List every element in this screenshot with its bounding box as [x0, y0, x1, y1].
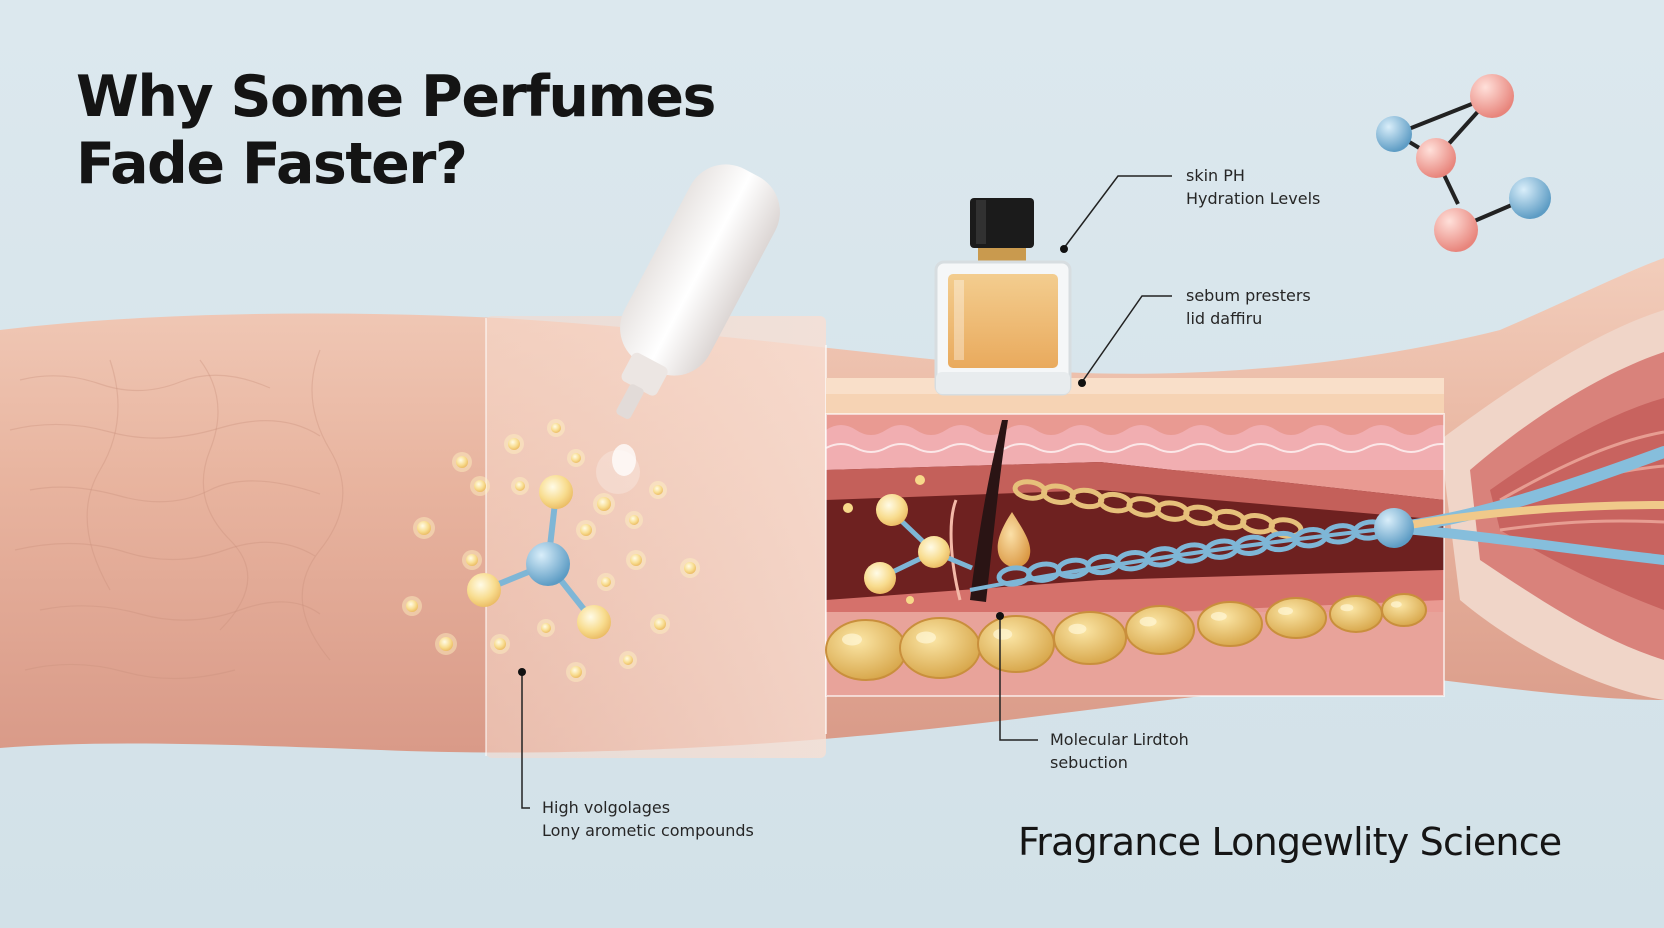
leader-dot — [1078, 379, 1086, 387]
footer-brand: Fragrance Longewlity Science — [1018, 820, 1562, 864]
particle — [629, 515, 639, 525]
particle — [541, 623, 551, 633]
fat-cells — [825, 593, 1427, 681]
particle — [601, 577, 611, 587]
particle — [474, 480, 486, 492]
hair-follicle — [970, 420, 1008, 602]
fat-cell — [1125, 605, 1195, 655]
callout-sebum-line-1: sebum presters — [1186, 286, 1311, 305]
fat-cell-highlight — [1340, 604, 1354, 612]
atomizer-spray-bottle — [596, 164, 780, 494]
callout-molecular-line-2: sebuction — [1050, 753, 1128, 772]
fat-cell-highlight — [993, 628, 1013, 640]
particle — [417, 521, 431, 535]
fat-cell — [899, 617, 981, 679]
particle — [456, 456, 468, 468]
fat-cell-highlight — [1278, 607, 1293, 615]
leader-dot — [1060, 245, 1068, 253]
volatile-molecule — [467, 475, 611, 639]
particle — [580, 524, 592, 536]
callout-sebum: sebum presters lid daffiru — [1186, 284, 1311, 330]
fat-cell-highlight — [1210, 611, 1227, 621]
fat-cell — [1197, 601, 1263, 647]
fat-cell — [825, 619, 907, 681]
sebum-droplet — [997, 512, 1031, 568]
particle — [551, 423, 561, 433]
callout-volatile: High volgolages Lony arometic compounds — [542, 796, 754, 842]
callout-volatile-line-1: High volgolages — [542, 798, 671, 817]
particle — [515, 481, 525, 491]
fat-cell-highlight — [1068, 623, 1087, 635]
particle — [466, 554, 478, 566]
leader-skin — [1063, 175, 1172, 249]
fat-cell — [1381, 593, 1427, 627]
particle — [630, 554, 642, 566]
leader-molecular — [999, 616, 1038, 741]
fat-cell — [977, 615, 1055, 673]
particle — [653, 485, 663, 495]
sebum-molecule — [843, 475, 973, 604]
particle — [508, 438, 520, 450]
callout-molecular-line-1: Molecular Lirdtoh — [1050, 730, 1189, 749]
scent-particles — [402, 419, 700, 682]
title-line-2: Fade Faster? — [76, 131, 468, 197]
blue-chain — [996, 519, 1388, 587]
callout-molecular: Molecular Lirdtoh sebuction — [1050, 728, 1189, 774]
leader-volatile — [521, 672, 530, 809]
particle — [623, 655, 633, 665]
leader-sebum — [1081, 295, 1172, 383]
particle — [570, 666, 582, 678]
callout-sebum-line-2: lid daffiru — [1186, 309, 1263, 328]
skin-texture — [9, 349, 344, 680]
fat-cell-highlight — [842, 633, 862, 646]
particle — [571, 453, 581, 463]
particle — [654, 618, 666, 630]
fat-cell-highlight — [1390, 601, 1402, 608]
leader-dot — [996, 612, 1004, 620]
leader-dot — [518, 668, 526, 676]
callout-volatile-line-2: Lony arometic compounds — [542, 821, 754, 840]
particle — [684, 562, 696, 574]
title-line-1: Why Some Perfumes — [76, 64, 716, 130]
callout-skin: skin PH Hydration Levels — [1186, 164, 1320, 210]
fat-cell — [1329, 595, 1383, 633]
fat-cell-highlight — [1139, 616, 1157, 627]
perfume-bottle — [934, 198, 1072, 396]
particle — [439, 637, 453, 651]
fat-cell — [1053, 611, 1127, 665]
callout-skin-line-1: skin PH — [1186, 166, 1245, 185]
nerve-node — [1374, 508, 1414, 548]
fat-cell — [1265, 597, 1327, 639]
particle — [494, 638, 506, 650]
fat-cell-highlight — [916, 631, 936, 644]
decorative-molecule — [1376, 74, 1551, 252]
particle — [597, 497, 611, 511]
leader-lines — [521, 175, 1172, 809]
particle — [406, 600, 418, 612]
callout-skin-line-2: Hydration Levels — [1186, 189, 1321, 208]
page-title: Why Some Perfumes Fade Faster? — [76, 64, 716, 198]
skin-surface-band — [486, 316, 826, 758]
